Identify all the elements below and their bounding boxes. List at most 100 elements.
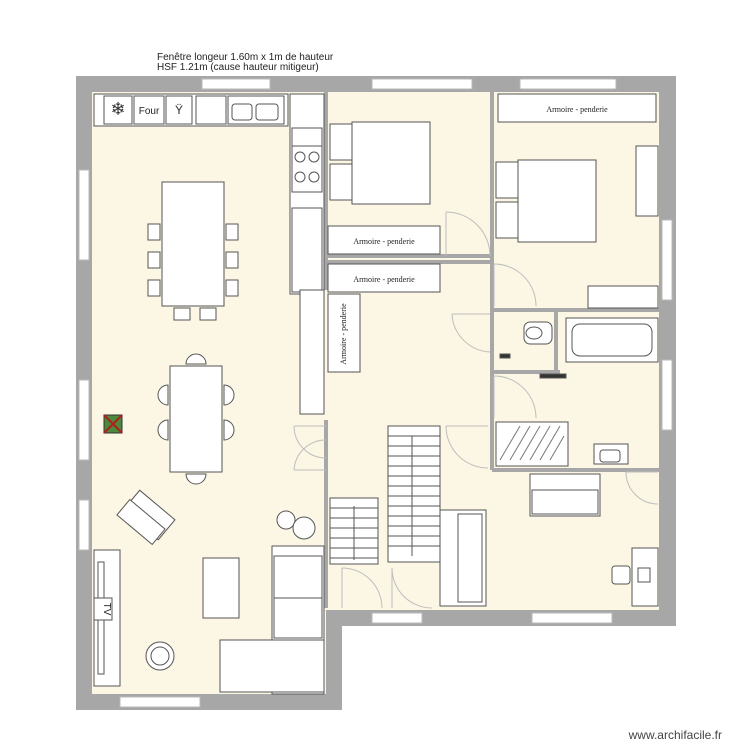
wardrobe-label: Armoire - penderie xyxy=(546,105,608,114)
burner-icon xyxy=(294,151,306,163)
chair xyxy=(147,251,161,269)
wardrobe xyxy=(327,225,441,255)
chair xyxy=(173,307,191,321)
chair xyxy=(223,384,235,406)
window xyxy=(519,78,617,90)
cabinet xyxy=(195,95,227,125)
tv xyxy=(93,597,113,621)
chair xyxy=(223,419,235,441)
bed xyxy=(517,159,597,243)
stair-steps xyxy=(388,435,440,547)
chair xyxy=(147,223,161,241)
wardrobe xyxy=(327,293,361,373)
window xyxy=(371,612,423,624)
tv-label: TV xyxy=(101,603,112,616)
robot-vacuum-inner xyxy=(150,646,170,666)
coffee-table xyxy=(202,557,240,619)
bedroom-1: Armoire - penderie xyxy=(327,121,441,255)
windows xyxy=(78,78,673,708)
oven-label: Four xyxy=(139,106,160,117)
toilet-bowl xyxy=(525,326,543,340)
sofa-bed-cushion xyxy=(457,513,483,603)
pillow xyxy=(329,163,353,201)
window xyxy=(531,612,613,624)
chair xyxy=(147,279,161,297)
living-area: TV xyxy=(93,489,325,695)
vent xyxy=(499,353,511,359)
stool xyxy=(292,516,316,540)
wardrobe xyxy=(497,93,657,123)
snowflake-icon: ❄ xyxy=(110,99,125,119)
window xyxy=(78,169,90,261)
chair xyxy=(157,419,169,441)
table xyxy=(161,181,225,307)
table xyxy=(169,365,223,473)
sink-bowl xyxy=(255,103,279,121)
window xyxy=(78,379,90,461)
wall-bottom-left xyxy=(76,694,342,710)
hsf-note: HSF 1.21m (cause hauteur mitigeur) xyxy=(157,62,319,73)
burner-icon xyxy=(294,171,306,183)
pillow xyxy=(495,161,519,199)
bathroom xyxy=(495,317,659,467)
interior-walls xyxy=(324,92,659,608)
washbasin-bowl xyxy=(599,449,621,463)
window-note: Fenêtre longeur 1.60m x 1m de hauteur xyxy=(157,52,334,63)
chair xyxy=(225,279,239,297)
chair xyxy=(225,251,239,269)
wall-right xyxy=(659,76,676,626)
wardrobe-label: Armoire - penderie xyxy=(353,237,415,246)
window xyxy=(661,219,673,301)
dresser xyxy=(635,145,659,217)
wine-glass-icon: Ÿ xyxy=(175,103,183,117)
sofa-cushion xyxy=(273,597,323,639)
corridor-wardrobes: Armoire - penderie Armoire - penderie xyxy=(327,263,441,373)
burner-icon xyxy=(308,151,320,163)
window xyxy=(371,78,473,90)
office-chair xyxy=(611,565,631,585)
stairs xyxy=(329,425,441,565)
cabinet xyxy=(291,207,323,293)
window xyxy=(119,696,201,708)
chair xyxy=(185,353,207,365)
staircase xyxy=(387,425,441,563)
desk xyxy=(587,285,659,309)
sideboard xyxy=(299,289,325,415)
bench-seat xyxy=(531,489,599,515)
sink-bowl xyxy=(231,103,253,121)
oven xyxy=(133,95,165,125)
armchair-seat xyxy=(116,498,166,546)
sofa-chaise xyxy=(219,639,325,693)
plant-icon xyxy=(103,414,123,434)
cabinet xyxy=(291,127,323,149)
wardrobe-label: Armoire - penderie xyxy=(353,275,415,284)
chair xyxy=(199,307,217,321)
dining-table-2 xyxy=(157,353,235,485)
radiator xyxy=(539,373,567,379)
sofa-cushion xyxy=(273,555,323,599)
chair xyxy=(157,384,169,406)
pillow xyxy=(329,123,353,161)
window xyxy=(661,359,673,431)
bedroom-2: Armoire - penderie xyxy=(495,93,659,309)
freezer xyxy=(103,95,133,125)
office xyxy=(439,473,659,607)
monitor xyxy=(637,567,651,583)
wall-step xyxy=(326,610,342,710)
doors xyxy=(293,211,659,609)
wardrobe-label: Armoire - penderie xyxy=(339,303,348,365)
burner-icon xyxy=(308,171,320,183)
window xyxy=(78,499,90,551)
window xyxy=(201,78,271,90)
watermark: www.archifacile.fr xyxy=(628,728,722,742)
pillow xyxy=(495,201,519,239)
chair xyxy=(225,223,239,241)
wine-cabinet xyxy=(165,95,193,125)
bathtub-basin xyxy=(571,323,653,357)
bed xyxy=(351,121,431,205)
wardrobe xyxy=(327,263,441,293)
shower-tray xyxy=(499,425,565,461)
kitchen: ❄ Four Ÿ xyxy=(93,93,325,295)
stool xyxy=(276,510,296,530)
